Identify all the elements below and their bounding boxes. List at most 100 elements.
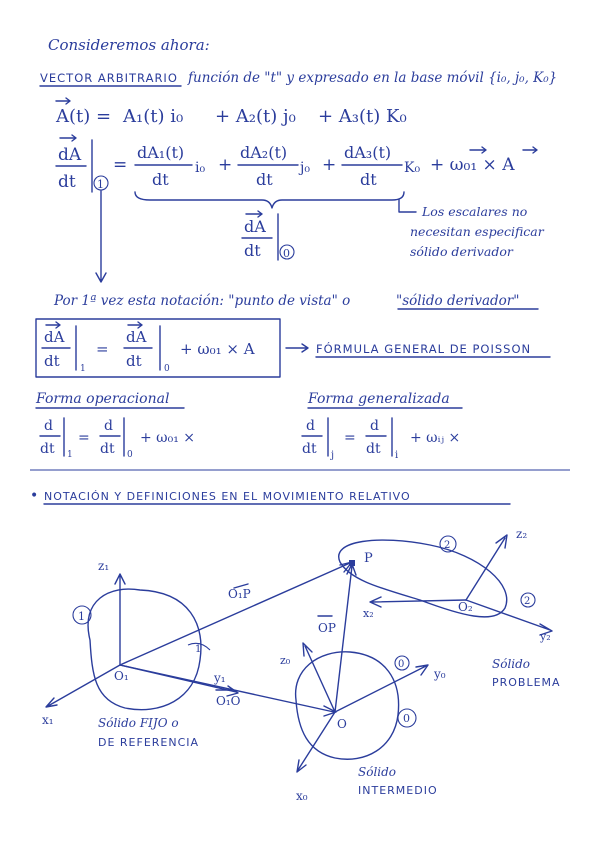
vector-description: función de "t" y expresado en la base mó… <box>187 70 557 86</box>
a-term-2: + A₂(t) j₀ <box>215 106 296 127</box>
gen-dt-2: dt <box>366 441 381 457</box>
term2-vec: j₀ <box>298 160 310 176</box>
a-term-3: + A₃(t) K₀ <box>318 106 407 127</box>
op-frame-0: 0 <box>127 450 133 460</box>
poisson-formula: dA dt 1 = dA dt 0 + ω₀₁ × A <box>35 318 281 378</box>
first-time-text: Por 1ª vez esta notación: "punto de vist… <box>53 293 350 309</box>
op-frame-1: 1 <box>67 450 73 460</box>
solid-0-axis-tag-circle <box>394 655 410 671</box>
frame-tag-circle <box>279 244 295 260</box>
right-arrow <box>285 343 309 353</box>
op-omega: + ω₀₁ × <box>140 430 195 446</box>
section-title: NOTACIÓN Y DEFINICIONES EN EL MOVIMIENTO… <box>44 490 411 503</box>
solid-derivador-text: "sólido derivador" <box>396 293 519 309</box>
solid-1-tag-circle <box>72 605 92 625</box>
generalized-title: Forma generalizada <box>307 391 450 407</box>
x1-axis <box>45 664 121 708</box>
brace-num: dA <box>244 217 266 236</box>
gen-d: d <box>306 418 315 434</box>
gen-frame-i: i <box>395 450 398 461</box>
solid-2-label-2: PROBLEMA <box>492 676 561 689</box>
deriv-lhs-num: dA <box>58 145 82 165</box>
vector-o1o-label: O₁O <box>216 694 241 708</box>
solid-2-label-1: Sólido <box>492 657 530 671</box>
poisson-rhs-den: dt <box>126 352 142 370</box>
vector-arrow-icon <box>55 97 71 105</box>
term3-den: dt <box>360 170 377 189</box>
underbrace <box>134 191 405 209</box>
solid-2-axis-tag: 2 <box>524 596 530 607</box>
poisson-omega: + ω₀₁ × A <box>180 340 255 358</box>
z2-axis <box>465 534 508 601</box>
solid-0-tag-circle <box>397 708 417 728</box>
op-d: d <box>44 418 53 434</box>
z1-axis <box>114 573 126 666</box>
solid-2-outline <box>338 539 508 618</box>
vector-arrow-icon <box>469 146 487 154</box>
poisson-box <box>35 318 281 378</box>
vector-arrow-icon <box>45 321 61 329</box>
term3-vec: K₀ <box>404 160 420 176</box>
down-arrow <box>95 190 107 283</box>
derivative-equation: dA dt 1 = dA₁(t) dt i₀ + dA₂(t) dt j₀ + … <box>55 134 538 193</box>
op-dt-2: dt <box>100 441 115 457</box>
section-bullet: • <box>30 488 38 504</box>
solid-1-outline <box>87 588 202 711</box>
solid-2-tag: 2 <box>444 540 450 551</box>
y1-label: y₁ <box>213 671 226 685</box>
z0-axis <box>302 642 336 713</box>
vector-op-label: OP <box>318 621 336 635</box>
term2-den: dt <box>256 170 273 189</box>
o2-label: O₂ <box>458 600 473 614</box>
x2-label: x₂ <box>363 607 374 620</box>
op-equals: = <box>78 430 90 446</box>
y2-label: y₂ <box>539 630 551 643</box>
z2-label: z₂ <box>516 527 527 541</box>
vector-o1p-label: O₁P <box>228 587 251 601</box>
vector-arrow-icon <box>127 321 143 329</box>
brace-result: dA dt 0 <box>241 210 295 261</box>
gen-d-2: d <box>370 418 379 434</box>
o-label: O <box>337 717 347 731</box>
solid-2-tag-circle <box>439 535 457 553</box>
solid-2-axis-tag-circle <box>520 592 536 608</box>
poisson-equals: = <box>96 340 109 358</box>
o1-label: O₁ <box>114 669 129 683</box>
term1-vec: i₀ <box>195 160 205 176</box>
axis-tag-mark <box>187 642 211 651</box>
vector-arrow-icon <box>522 146 538 154</box>
solid-1-axis-tag: 1 <box>195 644 201 655</box>
z0-label: z₀ <box>280 654 291 667</box>
poisson-label: FÓRMULA GENERAL DE POISSON <box>316 341 531 356</box>
vector-o1p <box>119 561 353 666</box>
brace-frame: 0 <box>283 247 290 260</box>
vector-expansion: A(t) = A₁(t) i₀ + A₂(t) j₀ + A₃(t) K₀ <box>55 97 407 127</box>
a-of-t-lhs: A(t) = <box>55 106 111 127</box>
operational-form: d dt 1 = d dt 0 + ω₀₁ × <box>39 417 195 460</box>
a-term-1: A₁(t) i₀ <box>122 106 183 127</box>
poisson-rhs-frame: 0 <box>164 364 170 374</box>
term1-den: dt <box>152 170 169 189</box>
solid-0-label-2: INTERMEDIO <box>358 784 438 797</box>
intro-text: Consideremos ahora: <box>48 36 210 54</box>
x1-label: x₁ <box>42 713 54 727</box>
poisson-rhs-num: dA <box>126 328 147 346</box>
term3-num: dA₃(t) <box>344 143 391 162</box>
gen-dt: dt <box>302 441 317 457</box>
y2-axis <box>465 599 553 636</box>
note-line-2: necesitan especificar <box>410 224 545 239</box>
gen-frame-j: j <box>330 450 334 461</box>
gen-equals: = <box>344 430 356 446</box>
vector-arrow-icon <box>233 583 249 589</box>
vector-title: VECTOR ARBITRARIO <box>40 71 178 85</box>
brace-den: dt <box>244 241 261 260</box>
plus-sign: + <box>322 155 336 175</box>
note-pointer <box>398 199 417 213</box>
vector-op <box>334 563 357 713</box>
point-p-label: P <box>364 551 373 566</box>
frame-tag-circle <box>93 175 109 191</box>
vector-arrow-icon <box>245 210 263 218</box>
generalized-form: d dt j = d dt i + ωᵢⱼ × <box>301 417 460 461</box>
poisson-lhs-frame: 1 <box>80 364 86 374</box>
